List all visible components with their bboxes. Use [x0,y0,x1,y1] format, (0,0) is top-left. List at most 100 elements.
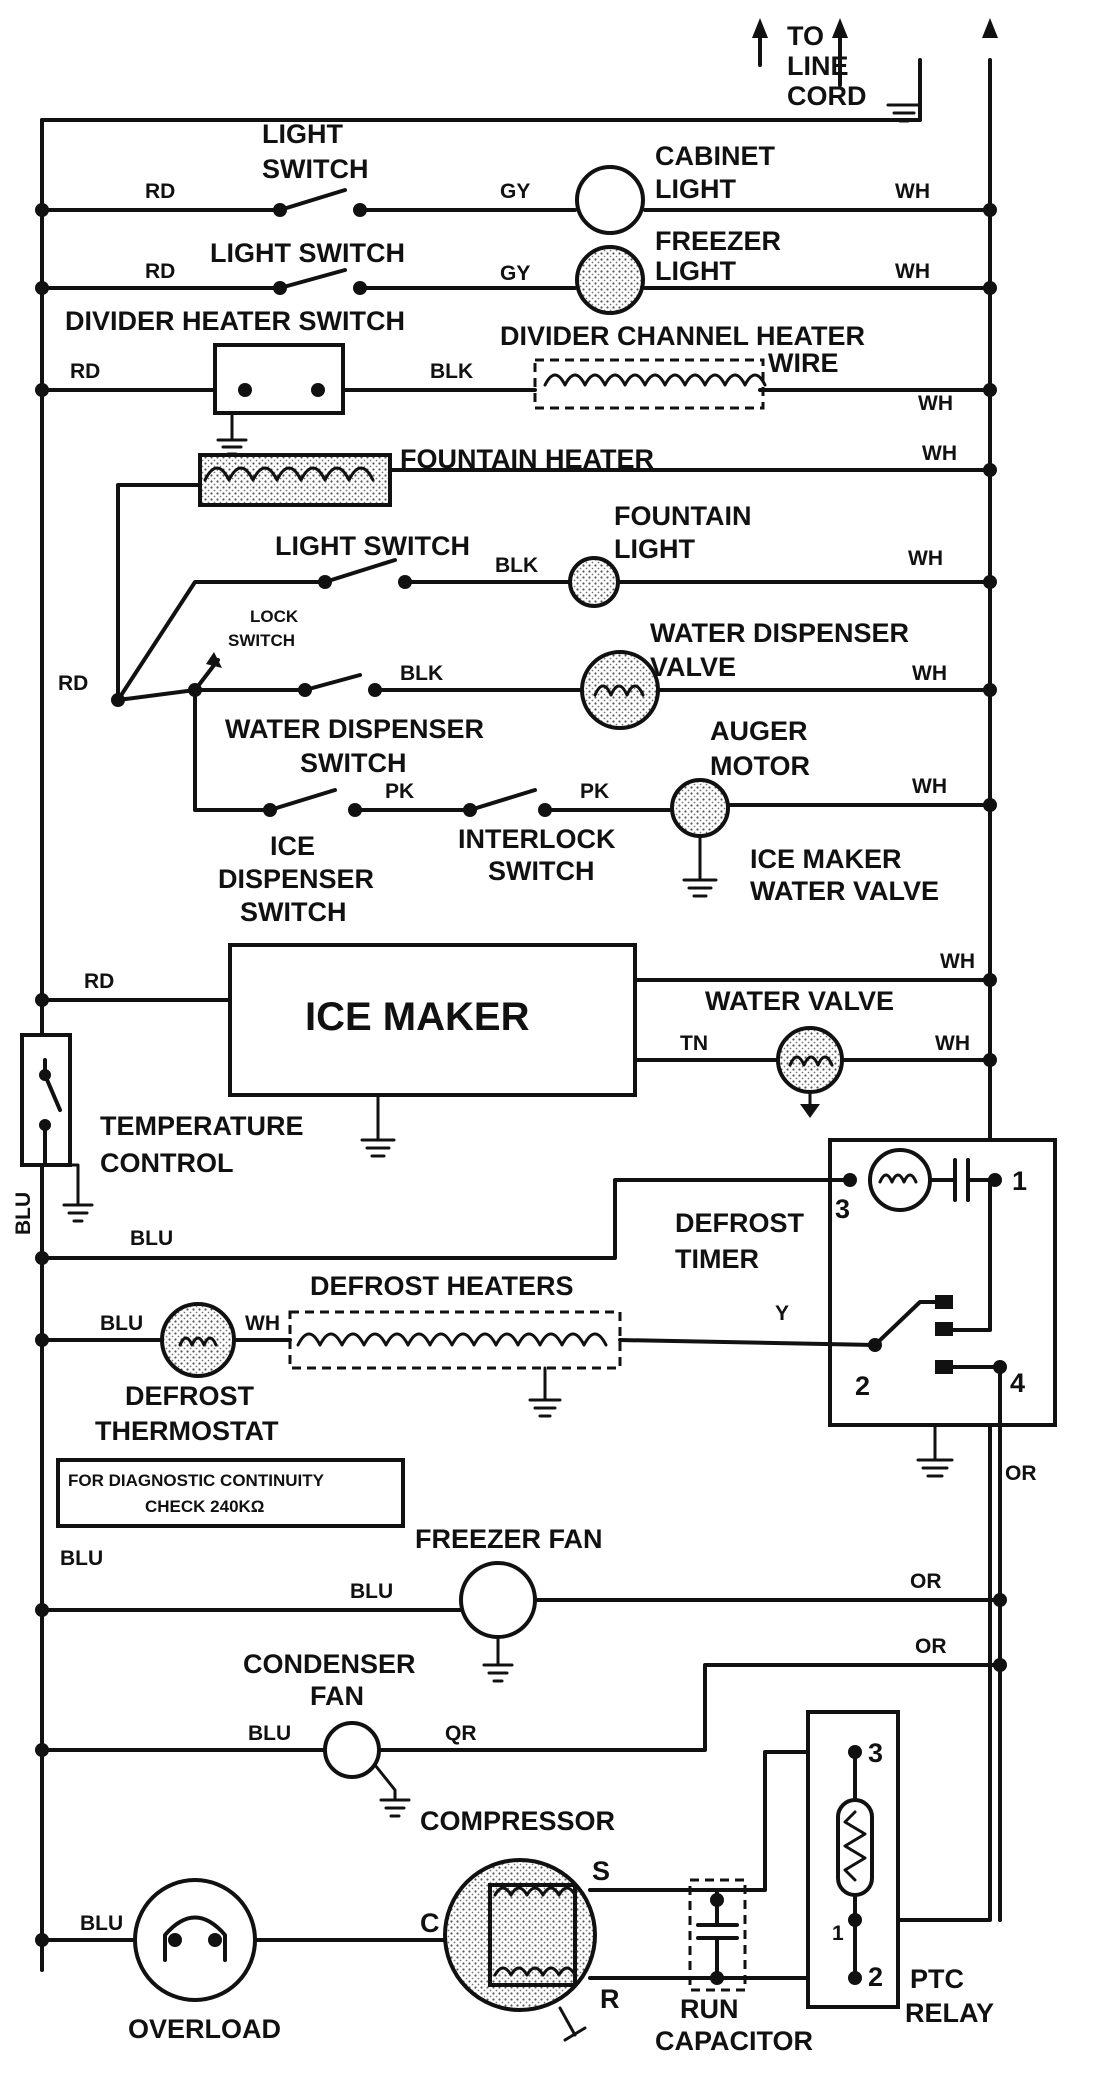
label-labels-defrost-thermostat-0: DEFROST [125,1381,255,1411]
label-labels-to-line-cord-2: CORD [787,81,867,111]
label-labels-ptc-relay-0: PTC [910,1964,964,1994]
label-labels-ice-maker-water-valve-0: ICE MAKER [750,844,902,874]
label-labels-cabinet-light-0: CABINET [655,141,776,171]
label-labels-cabinet-light-1: LIGHT [655,174,736,204]
label-terminals-ptc-1: 1 [832,1922,844,1945]
label-wire-colors-rd: RD [58,672,88,695]
label-labels-water-dispenser-valve-1: VALVE [650,652,736,682]
label-wire-colors-wh: WH [922,442,957,465]
label-wire-colors-blk: BLK [430,360,473,383]
defrost-timer-box [828,1138,1057,1427]
label-wire-colors-gy: GY [500,262,530,285]
cabinet-light-circuit: RD GY WH LIGHT SWITCH CABINET LIGHT [35,119,997,235]
label-labels-fountain-light-1: LIGHT [614,534,695,564]
label-labels-lock-switch-1: SWITCH [228,631,295,650]
label-labels-ice-maker: ICE MAKER [305,995,530,1039]
divider-heater-circuit: RD BLK WH DIVIDER HEATER SWITCH DIVIDER … [35,306,997,456]
label-labels-light-switch-1-1: SWITCH [262,154,368,184]
cabinet-light-bulb [575,165,645,235]
label-wire-colors-wh: WH [908,547,943,570]
label-wire-colors-pk: PK [385,780,414,803]
label-wire-colors-or: OR [1005,1462,1037,1485]
ice-maker-box [228,943,637,1097]
label-labels-ice-dispenser-switch-1: DISPENSER [218,864,374,894]
label-labels-fountain-light-0: FOUNTAIN [614,501,751,531]
label-labels-interlock-switch-1: SWITCH [488,856,594,886]
label-labels-light-switch-1-0: LIGHT [262,119,343,149]
label-terminals-compressor-1: S [592,1856,610,1886]
label-terminals-timer-3: 4 [1010,1368,1025,1398]
fountain-heater-circuit: FOUNTAIN HEATER WH [116,442,997,702]
fountain-light-circuit: LIGHT SWITCH BLK FOUNTAIN LIGHT WH [116,501,997,702]
label-labels-auger-motor-1: MOTOR [710,751,810,781]
label-labels-ice-dispenser-switch-0: ICE [270,831,315,861]
water-dispenser-circuit: RD LOCK SWITCH BLK WATER DISPENSER VALVE… [58,607,997,812]
label-wire-colors-blu: BLU [100,1312,143,1335]
label-terminals-ptc-2: 2 [868,1962,883,1992]
auger-motor-circuit: PK PK AUGER MOTOR WH ICE DISPENSER SWITC… [218,716,997,927]
label-labels-to-line-cord-1: LINE [787,51,849,81]
label-labels-defrost-timer-0: DEFROST [675,1208,805,1238]
label-wire-colors-blu: BLU [248,1722,291,1745]
label-wire-colors-wh: WH [895,180,930,203]
label-wire-colors-rd: RD [84,970,114,993]
label-wire-colors-wh: WH [245,1312,280,1335]
label-terminals-compressor-0: C [420,1908,440,1938]
label-wire-colors-blu: BLU [350,1580,393,1603]
freezer-light-circuit: RD GY WH LIGHT SWITCH FREEZER LIGHT [35,226,997,315]
defrost-timer: 3 1 2 4 DEFROST TIMER BLU OR [35,1138,1057,1922]
label-wire-colors-or: OR [915,1635,947,1658]
label-labels-overload: OVERLOAD [128,2014,281,2044]
label-terminals-compressor-2: R [600,1984,620,2014]
label-labels-defrost-thermostat-1: THERMOSTAT [95,1416,279,1446]
label-wire-colors-blk: BLK [495,554,538,577]
freezer-light-bulb [575,245,645,315]
label-labels-run-capacitor-0: RUN [680,1994,739,2024]
label-wire-colors-tn: TN [680,1032,708,1055]
condenser-fan-motor [323,1721,381,1779]
label-wire-colors-wh: WH [940,950,975,973]
freezer-fan-circuit: BLU BLU OR FREEZER FAN [35,1524,1007,1683]
temperature-control: BLU TEMPERATURE CONTROL [12,1033,304,1235]
label-labels-water-dispenser-switch-1: SWITCH [300,748,406,778]
timer-motor [868,1148,932,1212]
label-wire-colors-wh: WH [918,392,953,415]
label-labels-lock-switch-0: LOCK [250,607,299,626]
label-labels-diagnostic-note-0: FOR DIAGNOSTIC CONTINUITY [68,1471,325,1490]
label-labels-ice-dispenser-switch-2: SWITCH [240,897,346,927]
label-labels-condenser-fan-1: FAN [310,1681,364,1711]
label-labels-temperature-control-1: CONTROL [100,1148,233,1178]
label-labels-freezer-light-1: LIGHT [655,256,736,286]
label-labels-defrost-timer-1: TIMER [675,1244,759,1274]
divider-heater-switch-box [213,343,345,415]
label-wire-colors-rd: RD [70,360,100,383]
label-labels-light-switch-2: LIGHT SWITCH [210,238,405,268]
label-labels-run-capacitor-1: CAPACITOR [655,2026,813,2056]
label-labels-temperature-control-0: TEMPERATURE [100,1111,304,1141]
diagnostic-note-box [56,1458,405,1528]
label-labels-freezer-light-0: FREEZER [655,226,781,256]
label-wire-colors-blu: BLU [12,1192,35,1235]
ice-maker-water-valve [776,1026,844,1094]
label-wire-colors-pk: PK [580,780,609,803]
label-wire-colors-rd: RD [145,180,175,203]
label-wire-colors-wh: WH [912,775,947,798]
run-capacitor-box [688,1878,747,1992]
label-wire-colors-gy: GY [500,180,530,203]
label-labels-auger-motor-0: AUGER [710,716,808,746]
label-wire-colors-wh: WH [912,662,947,685]
label-labels-water-dispenser-valve-0: WATER DISPENSER [650,618,909,648]
label-wire-colors-qr: QR [445,1722,477,1745]
compressor-circuit: BLU OVERLOAD C S R COMPRESSOR RUN CAPACI… [35,1710,994,2056]
label-wire-colors-rd: RD [145,260,175,283]
auger-motor [670,778,730,838]
label-labels-divider-channel-heater-0: DIVIDER CHANNEL HEATER [500,321,865,351]
water-dispenser-valve-coil [580,650,660,730]
label-labels-water-dispenser-switch-0: WATER DISPENSER [225,714,484,744]
label-labels-defrost-heaters: DEFROST HEATERS [310,1271,574,1301]
defrost-heater-circuit: BLU WH Y DEFROST HEATERS DEFROST THERMOS… [35,1271,877,1528]
label-wire-colors-blu: BLU [130,1227,173,1250]
fountain-light-bulb [568,556,620,608]
label-labels-fountain-heater: FOUNTAIN HEATER [400,444,654,474]
